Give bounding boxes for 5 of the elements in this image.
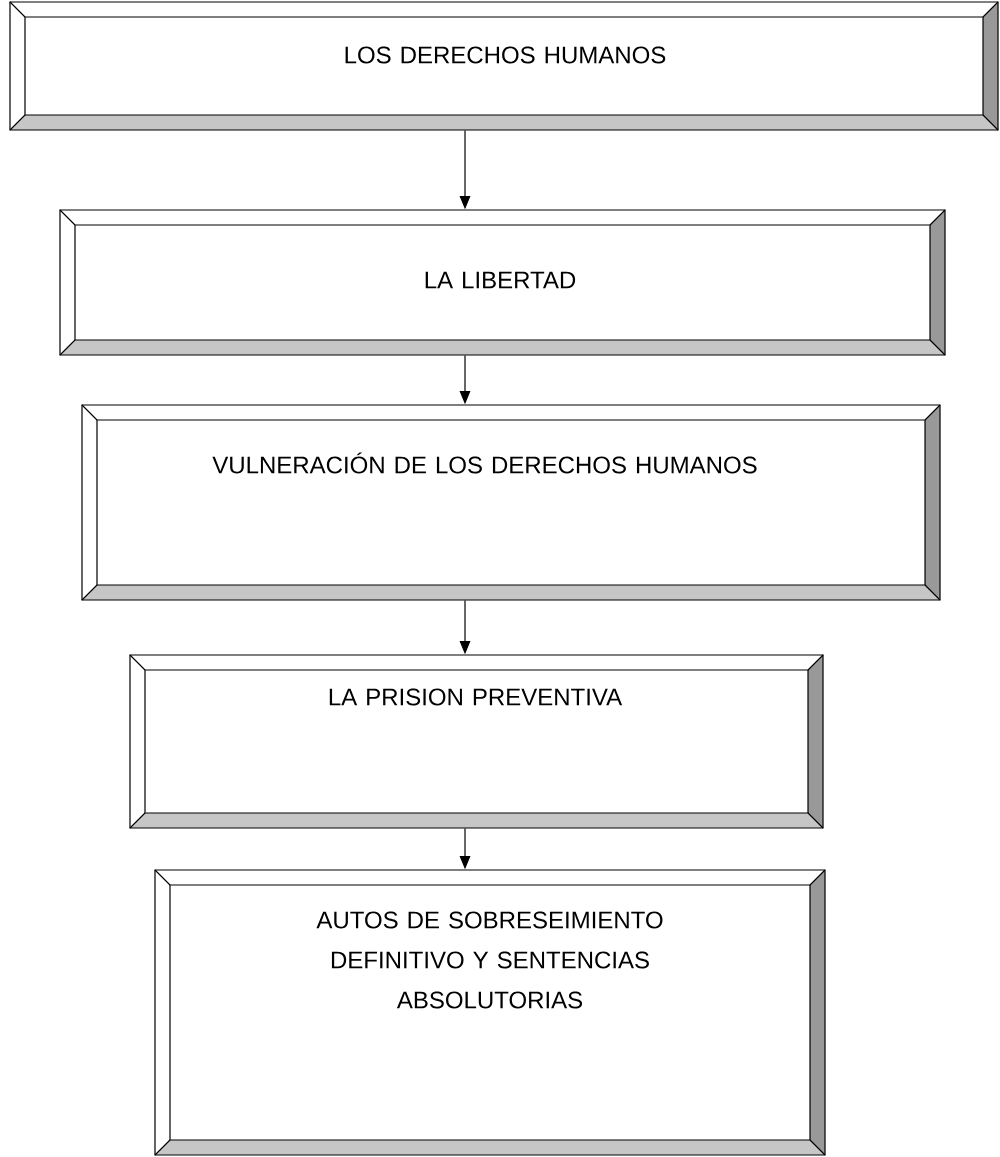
bevel-box: LA LIBERTAD [59, 209, 946, 356]
bevel-box: LA PRISION PREVENTIVA [129, 654, 824, 829]
bevel-box: VULNERACIÓN DE LOS DERECHOS HUMANOS [81, 404, 941, 601]
bevel-box: AUTOS DE SOBRESEIMIENTO DEFINITIVO Y SENTENCIAS ABSOLUTORIAS [154, 869, 826, 1156]
bevel-box: LOS DERECHOS HUMANOS [9, 1, 999, 131]
